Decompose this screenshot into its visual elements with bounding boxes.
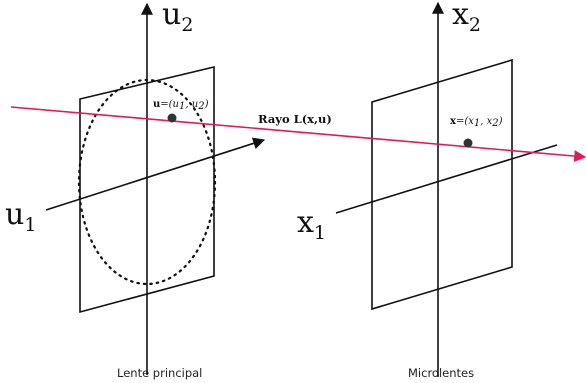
microlens-caption: Microlentes <box>408 366 474 380</box>
lens-plane <box>79 65 215 314</box>
microlens-plane <box>371 58 513 311</box>
lens-plane-group <box>45 2 266 375</box>
ray-label: Rayo L(x,u) <box>258 112 332 126</box>
u-point-marker <box>167 113 177 123</box>
x1-label: x1 <box>297 205 326 244</box>
x2-label: x2 <box>452 0 481 36</box>
u-point-label: u=(u1, u2) <box>153 99 209 112</box>
x1-axis <box>335 144 558 214</box>
lens-caption: Lente principal <box>117 366 202 380</box>
x-point-marker <box>463 138 473 148</box>
light-ray <box>10 106 587 163</box>
u1-axis <box>45 137 266 211</box>
u1-label: u1 <box>5 197 36 236</box>
microlens-plane-group <box>335 1 558 377</box>
u2-label: u2 <box>162 0 193 36</box>
x-point-label: x=(x1, x2) <box>450 116 503 129</box>
